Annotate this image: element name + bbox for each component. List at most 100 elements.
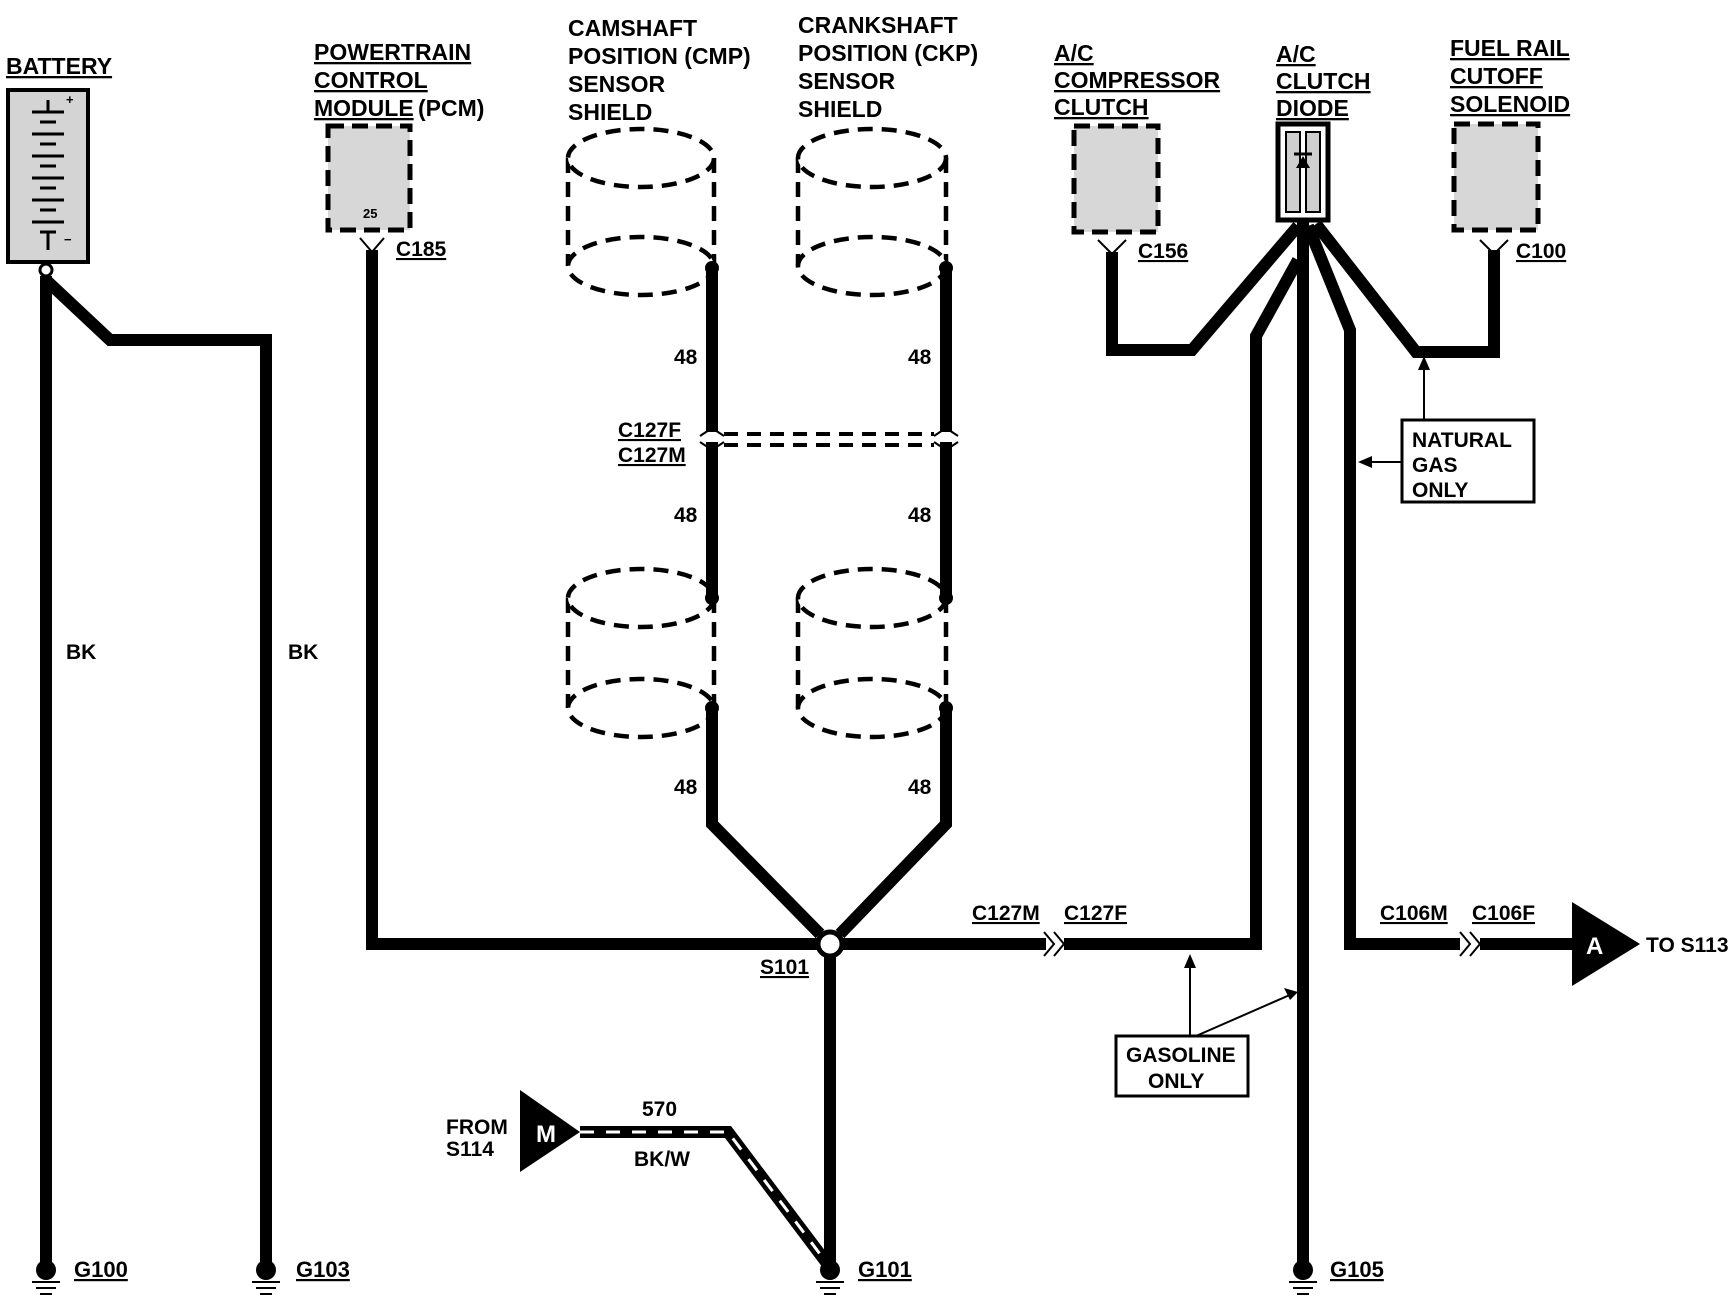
ground-g103	[252, 1260, 280, 1295]
connector-c127m-inline: C127M	[972, 902, 1040, 925]
from-ref-letter: M	[536, 1121, 556, 1148]
diode-icon	[1296, 156, 1310, 168]
to-ref-text: TO S113	[1646, 934, 1728, 957]
ckp-lower-cylinder-top	[795, 566, 949, 630]
battery: BATTERY + −	[6, 53, 112, 278]
natural-gas-only-note: NATURAL GAS ONLY	[1358, 356, 1536, 504]
wire-number-48-ckp-3: 48	[908, 776, 932, 799]
battery-minus-sign: −	[64, 232, 72, 247]
splice-s101-label: S101	[760, 956, 809, 979]
to-s113-arrow	[1572, 902, 1640, 986]
wire-battery-g103	[41, 275, 272, 1262]
wire-pcm-s101	[366, 250, 830, 950]
ckp-label-1: CRANKSHAFT	[798, 12, 958, 38]
cmp-sensor-shield: CAMSHAFT POSITION (CMP) SENSOR SHIELD	[565, 15, 751, 740]
battery-plus-sign: +	[66, 92, 74, 107]
from-ref-text-1: FROM	[446, 1116, 508, 1139]
cmp-label-4: SHIELD	[568, 99, 652, 125]
connector-c106m: C106M	[1380, 902, 1448, 925]
wire-number-48-cmp-3: 48	[674, 776, 698, 799]
connector-c100: C100	[1516, 240, 1566, 263]
connector-c127f-inline: C127F	[1064, 902, 1127, 925]
wire-570-stripe	[580, 1130, 828, 1263]
pcm-pin-number: 25	[363, 206, 377, 221]
cmp-label-2: POSITION (CMP)	[568, 43, 751, 69]
arrow-left-icon	[1358, 456, 1372, 468]
connector-c156: C156	[1138, 240, 1188, 263]
ckp-label-2: POSITION (CKP)	[798, 40, 978, 66]
ckp-upper-cylinder-bottom	[795, 234, 949, 298]
pcm-label-1: POWERTRAIN	[314, 39, 471, 65]
ground-g100	[32, 1260, 60, 1295]
ac-diode-label-2: CLUTCH	[1276, 68, 1371, 94]
battery-label: BATTERY	[6, 53, 112, 79]
gasoline-text-1: GASOLINE	[1126, 1044, 1236, 1067]
arrow-right-icon	[1284, 988, 1298, 1000]
connector-c156-icon	[1097, 239, 1127, 256]
connector-c106-icon	[1459, 931, 1482, 957]
ground-g101-label: G101	[858, 1257, 912, 1282]
ground-g105-label: G105	[1330, 1257, 1384, 1282]
pcm-label-2: CONTROL	[314, 67, 428, 93]
connector-c185-icon	[359, 237, 385, 254]
wire-number-48-cmp-1: 48	[674, 346, 698, 369]
pcm-label-4: (PCM)	[418, 95, 484, 121]
connector-c127m: C127M	[618, 444, 686, 467]
cmp-label-1: CAMSHAFT	[568, 15, 697, 41]
pcm: POWERTRAIN CONTROL MODULE (PCM) 25	[314, 39, 484, 233]
fuel-rail-label-2: CUTOFF	[1450, 63, 1543, 89]
wire-number-48-cmp-2: 48	[674, 504, 698, 527]
wire-natural-gas-c106	[1302, 223, 1460, 950]
connector-c127-icon	[699, 426, 959, 452]
splice-s101	[815, 929, 845, 959]
cmp-lower-cylinder-top	[565, 566, 717, 630]
connector-c106f: C106F	[1472, 902, 1535, 925]
ground-g101	[816, 1260, 844, 1295]
ac-comp-label-1: A/C	[1054, 40, 1094, 66]
wire-color-bk-2: BK	[288, 641, 318, 664]
from-ref-text-2: S114	[446, 1138, 494, 1161]
pcm-label-3: MODULE	[314, 95, 414, 121]
wire-570-bkw	[580, 1126, 831, 1266]
wire-ckp-48-lower	[835, 708, 952, 939]
wire-fuel-rail-to-diode	[1311, 220, 1500, 358]
wire-color-bkw: BK/W	[634, 1148, 690, 1171]
ac-comp-label-2: COMPRESSOR	[1054, 67, 1221, 93]
wire-junction-dots	[705, 261, 953, 715]
ac-comp-label-3: CLUTCH	[1054, 94, 1149, 120]
to-s113-ref: A TO S113	[1572, 902, 1728, 986]
gasoline-box	[1114, 1034, 1250, 1098]
fuel-rail-box	[1451, 121, 1541, 233]
connector-c127f: C127F	[618, 419, 681, 442]
gasoline-text-2: ONLY	[1148, 1070, 1204, 1093]
gasoline-only-note: GASOLINE ONLY	[1114, 954, 1298, 1098]
connector-c127-inline-icon	[1043, 931, 1066, 957]
arrow-up-icon	[1418, 356, 1430, 370]
natural-gas-text-1: NATURAL	[1412, 429, 1512, 452]
ckp-label-4: SHIELD	[798, 96, 882, 122]
battery-terminal	[38, 262, 54, 278]
to-ref-letter: A	[1586, 933, 1603, 960]
fuel-rail-label-1: FUEL RAIL	[1450, 35, 1570, 61]
wire-number-48-ckp-2: 48	[908, 504, 932, 527]
ckp-sensor-shield: CRANKSHAFT POSITION (CKP) SENSOR SHIELD	[795, 12, 978, 740]
from-s114-arrow	[520, 1090, 580, 1172]
ckp-label-3: SENSOR	[798, 68, 896, 94]
ac-diode-label-3: DIODE	[1276, 95, 1349, 121]
natural-gas-text-3: ONLY	[1412, 479, 1468, 502]
wire-gasoline-to-diode	[1064, 257, 1304, 950]
wire-number-570: 570	[642, 1098, 677, 1121]
ac-compressor-clutch: A/C COMPRESSOR CLUTCH	[1054, 40, 1221, 235]
fuel-rail-cutoff-solenoid: FUEL RAIL CUTOFF SOLENOID	[1450, 35, 1570, 233]
wire-color-bk-1: BK	[66, 641, 96, 664]
wire-cmp-48-lower	[706, 708, 825, 939]
connector-c185: C185	[396, 238, 447, 261]
cmp-upper-cylinder-top	[565, 126, 717, 190]
wire-number-48-ckp-1: 48	[908, 346, 932, 369]
from-s114-ref: M FROM S114	[446, 1090, 580, 1172]
ground-g105	[1289, 1260, 1317, 1295]
cmp-lower-cylinder-bottom	[565, 676, 717, 740]
ac-comp-box	[1071, 123, 1161, 235]
ground-g100-label: G100	[74, 1257, 128, 1282]
